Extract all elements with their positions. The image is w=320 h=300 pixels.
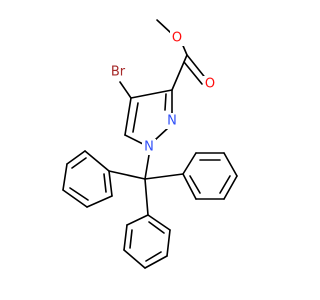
bond-left-d2 (69, 187, 89, 201)
bond-right-6 (182, 173, 197, 200)
bond-bottom-1 (126, 214, 149, 226)
atom-label-o-ester: O (172, 31, 182, 46)
bond-n2-c3-b (164, 93, 167, 111)
bond-bottom-6 (147, 214, 171, 231)
bond-left-d3 (103, 173, 107, 193)
atom-label-o-carbonyl: O (205, 77, 215, 92)
phenyl-bottom (123, 178, 171, 269)
phenyl-right (144, 152, 238, 200)
bond-bottom-2 (123, 224, 128, 251)
bond-left-d1 (71, 157, 87, 169)
label-bg-br (107, 64, 129, 80)
label-bg-o-carbonyl (203, 76, 217, 92)
bond-c4-c5-b (132, 102, 139, 133)
bond-n1-n2 (154, 127, 169, 141)
bond-left-5 (86, 195, 113, 208)
bond-left-4 (62, 189, 88, 208)
bond-n1-trityl (144, 154, 150, 180)
bond-trityl-bottom (144, 178, 149, 216)
bond-c3-c4 (130, 89, 173, 99)
bond-bottom-d3 (148, 221, 165, 234)
atom-label-n2: N (167, 114, 177, 129)
atom-labels: Br O O N N (107, 30, 217, 155)
phenyl-left (62, 150, 146, 208)
molecule-diagram: Br O O N N (62, 19, 238, 269)
bond-left-3 (62, 163, 68, 191)
bond-carbonyl-double-b (183, 61, 203, 85)
bond-bottom-3 (123, 249, 146, 269)
bond-left-1 (84, 150, 110, 172)
structure-drawing: Br O O N N (62, 19, 238, 269)
bond-trityl-right (144, 173, 184, 180)
bond-right-4 (223, 175, 238, 200)
bond-c4-c5-a (124, 97, 132, 136)
atom-label-n1: N (144, 140, 154, 155)
bond-trityl-left (108, 170, 146, 180)
bond-c5-n1 (124, 134, 144, 145)
pyrazole-ring (119, 81, 173, 180)
label-bg-n2 (165, 113, 179, 129)
bond-carbonyl-ring (171, 54, 188, 91)
bond-bottom-d2 (145, 251, 162, 262)
bond-bottom-5 (166, 229, 171, 257)
bond-left-2 (66, 150, 86, 165)
bond-right-d2 (219, 175, 231, 194)
bond-c4-br (119, 81, 132, 99)
bond-right-d3 (189, 175, 201, 194)
bond-carbonyl-double-a (186, 54, 208, 81)
bond-left-6 (108, 170, 113, 197)
bond-right-1 (182, 152, 197, 175)
label-bg-n1 (142, 139, 156, 155)
bond-bottom-d1 (129, 229, 133, 249)
label-bg-o-ester (170, 30, 184, 46)
atom-label-br: Br (111, 65, 126, 80)
bond-bottom-4 (144, 255, 168, 269)
bond-methyl-o (156, 19, 172, 34)
bond-right-3 (223, 152, 238, 177)
